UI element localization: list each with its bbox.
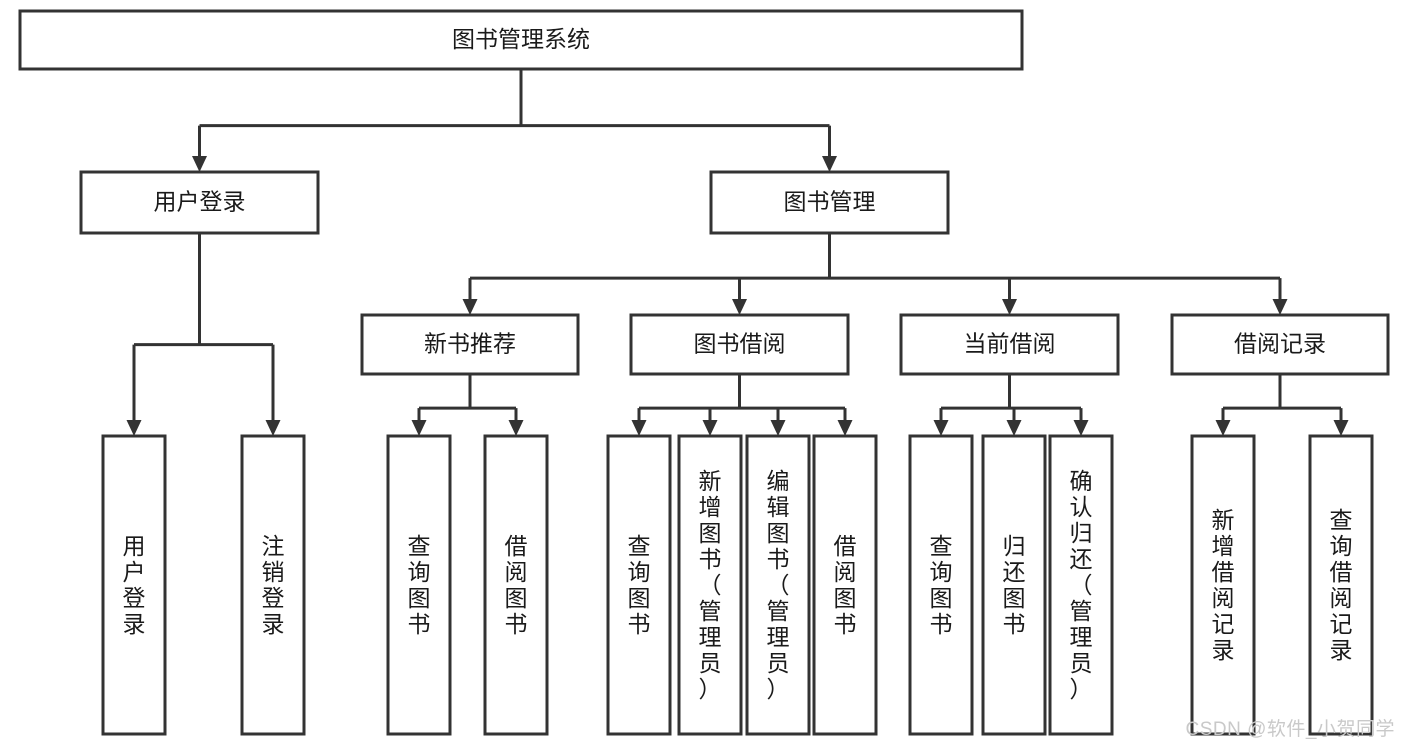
arrow-head-icon [1333, 420, 1349, 436]
node-box [1048, 434, 1114, 736]
node-label: 借阅图书 [834, 533, 857, 637]
arrow-head-icon [126, 420, 142, 436]
node-leaf-add-book[interactable]: 新增图书（管理员） [677, 434, 743, 736]
arrow-head-icon [631, 420, 647, 436]
arrow-head-icon [732, 299, 747, 315]
node-box [677, 434, 743, 736]
node-box [981, 434, 1047, 736]
node-label: 新增图书（管理员） [699, 468, 722, 702]
node-label: 当前借阅 [964, 331, 1056, 357]
arrow-head-icon [462, 299, 478, 315]
arrow-head-icon [702, 420, 718, 436]
node-label: 编辑图书（管理员） [767, 468, 790, 702]
node-label: 新书推荐 [424, 331, 516, 357]
node-leaf-return-book[interactable]: 归还图书 [981, 434, 1047, 736]
node-leaf-edit-book[interactable]: 编辑图书（管理员） [745, 434, 811, 736]
node-box [101, 434, 167, 736]
node-box [899, 313, 1120, 376]
node-label: 注销登录 [262, 533, 285, 637]
node-leaf-query-record[interactable]: 查询借阅记录 [1308, 434, 1374, 736]
arrow-head-icon [837, 420, 853, 436]
node-label: 查询图书 [930, 533, 953, 637]
arrow-head-icon [1006, 420, 1022, 436]
node-leaf-borrow-book-2[interactable]: 借阅图书 [812, 434, 878, 736]
node-leaf-confirm-return[interactable]: 确认归还（管理员） [1048, 434, 1114, 736]
node-leaf-query-book-1[interactable]: 查询图书 [386, 434, 452, 736]
node-leaf-user-login[interactable]: 用户登录 [101, 434, 167, 736]
node-leaf-borrow-book-1[interactable]: 借阅图书 [483, 434, 549, 736]
arrow-head-icon [933, 420, 949, 436]
node-box [79, 170, 320, 235]
arrow-head-icon [265, 420, 281, 436]
node-leaf-add-record[interactable]: 新增借阅记录 [1190, 434, 1256, 736]
arrow-head-icon [1272, 299, 1288, 315]
node-box [709, 170, 950, 235]
connector-layer [126, 69, 1349, 436]
arrow-head-icon [508, 420, 524, 436]
node-new-book-rec[interactable]: 新书推荐 [360, 313, 580, 376]
node-label: 确认归还（管理员） [1070, 468, 1093, 702]
node-label: 图书管理系统 [452, 26, 590, 52]
node-label: 图书管理 [784, 189, 876, 215]
arrow-head-icon [1002, 299, 1017, 315]
arrow-head-icon [1073, 420, 1089, 436]
node-box [483, 434, 549, 736]
node-label: 归还图书 [1003, 533, 1026, 637]
node-current-borrow[interactable]: 当前借阅 [899, 313, 1120, 376]
node-book-borrow[interactable]: 图书借阅 [629, 313, 850, 376]
node-layer: 图书管理系统用户登录图书管理新书推荐图书借阅当前借阅借阅记录用户登录注销登录查询… [18, 9, 1390, 736]
node-box [1308, 434, 1374, 736]
node-label: 查询借阅记录 [1330, 507, 1353, 663]
node-box [629, 313, 850, 376]
node-leaf-query-book-2[interactable]: 查询图书 [606, 434, 672, 736]
node-label: 新增借阅记录 [1212, 507, 1235, 663]
node-label: 借阅记录 [1234, 331, 1326, 357]
node-label: 图书借阅 [694, 331, 786, 357]
node-box [606, 434, 672, 736]
node-label: 借阅图书 [505, 533, 528, 637]
arrow-head-icon [822, 156, 837, 172]
node-box [1170, 313, 1390, 376]
arrow-head-icon [1215, 420, 1231, 436]
node-box [240, 434, 306, 736]
node-leaf-user-logout[interactable]: 注销登录 [240, 434, 306, 736]
node-borrow-record[interactable]: 借阅记录 [1170, 313, 1390, 376]
node-box [18, 9, 1024, 71]
node-box [908, 434, 974, 736]
node-book-manage[interactable]: 图书管理 [709, 170, 950, 235]
node-box [360, 313, 580, 376]
node-label: 查询图书 [408, 533, 431, 637]
node-user-login[interactable]: 用户登录 [79, 170, 320, 235]
node-label: 用户登录 [154, 189, 246, 215]
arrow-head-icon [770, 420, 786, 436]
node-box [812, 434, 878, 736]
node-box [1190, 434, 1256, 736]
node-box [745, 434, 811, 736]
node-box [386, 434, 452, 736]
arrow-head-icon [192, 156, 207, 172]
node-label: 用户登录 [123, 533, 146, 637]
arrow-head-icon [411, 420, 427, 436]
node-root[interactable]: 图书管理系统 [18, 9, 1024, 71]
node-label: 查询图书 [628, 533, 651, 637]
node-leaf-query-book-3[interactable]: 查询图书 [908, 434, 974, 736]
